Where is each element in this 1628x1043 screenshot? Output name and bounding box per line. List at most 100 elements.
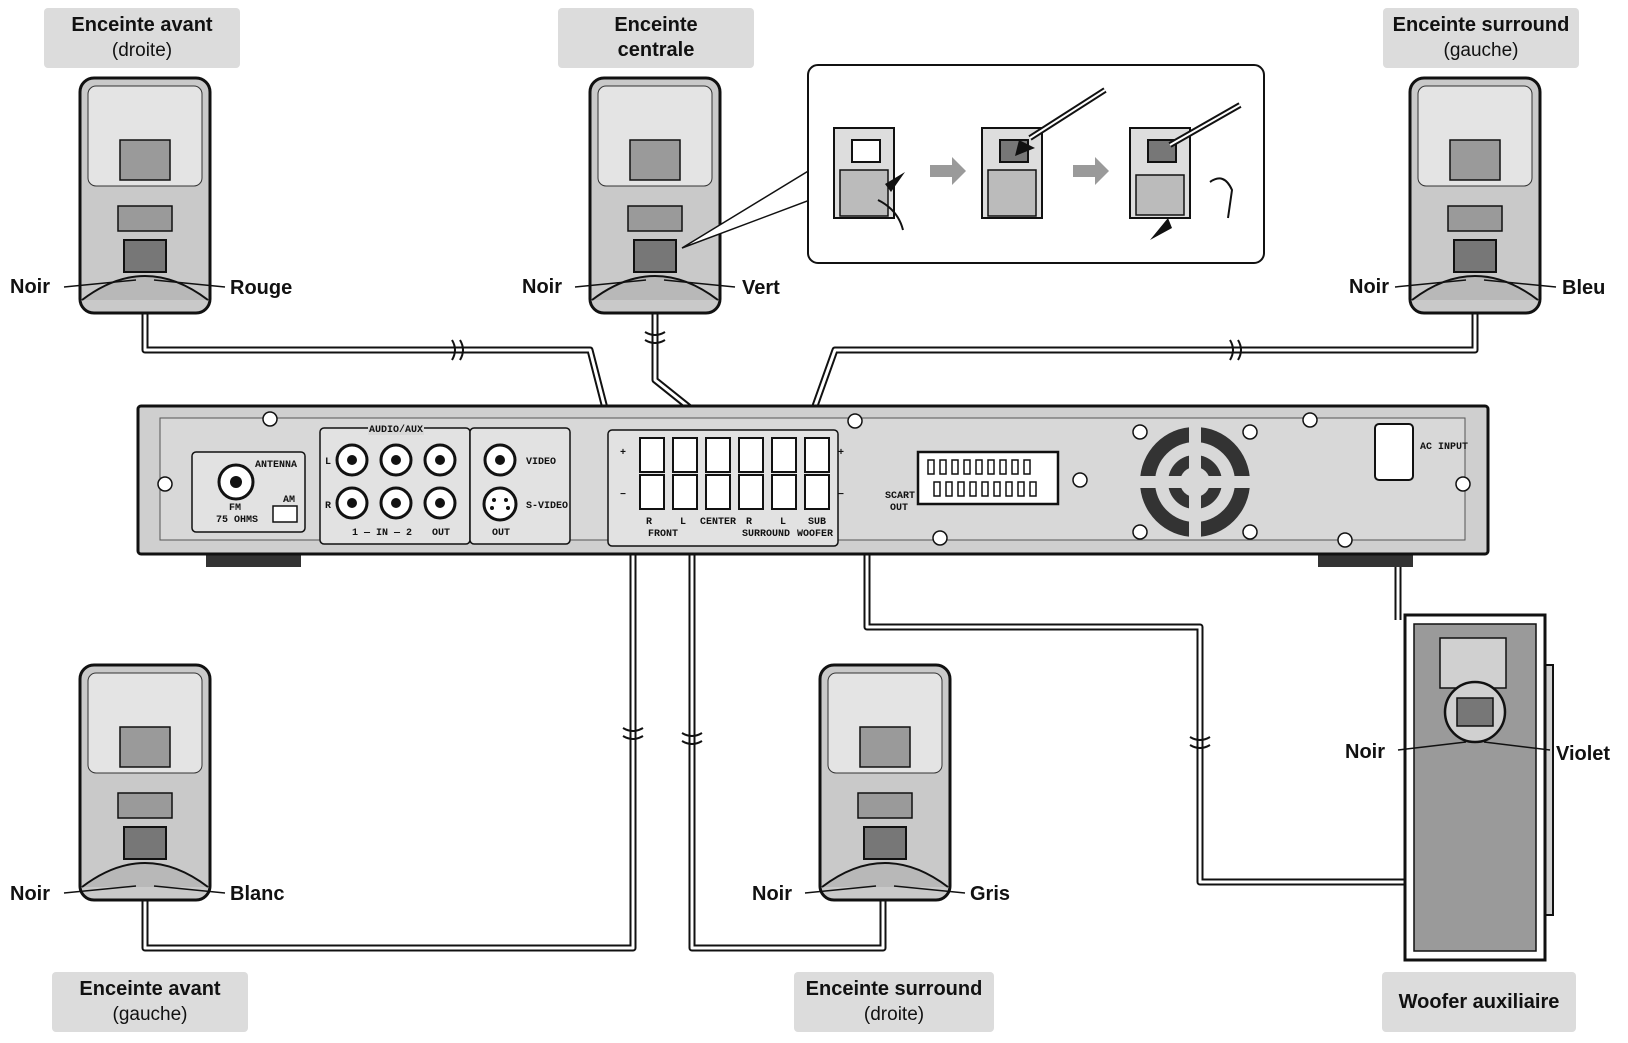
terminal-woofer-label: WOOFER (797, 529, 833, 540)
terminal-r-label: R (646, 517, 652, 528)
speaker-front-right: Enceinte avant (droite) Noir Rouge (10, 8, 292, 315)
fm-label: FM (229, 503, 241, 514)
speaker-port (857, 792, 913, 819)
label-center-title-1: Enceinte (614, 14, 697, 36)
terminal-surround-label: SURROUND (742, 529, 790, 540)
speaker-driver (629, 139, 681, 181)
speaker-port (627, 205, 683, 232)
wire-center-negative: Noir (522, 276, 562, 298)
audio-in-label: 1 — IN — 2 (352, 528, 412, 539)
speaker-front-left: Noir Blanc Enceinte avant (gauche) (10, 663, 284, 1032)
terminal-front-l-minus[interactable] (672, 474, 698, 510)
subwoofer-label-plate (1439, 637, 1507, 689)
speaker-driver (859, 726, 911, 768)
video-label: VIDEO (526, 457, 556, 468)
audio-aux-label: AUDIO/AUX (369, 424, 423, 436)
speaker-driver (119, 139, 171, 181)
label-surround-right-box (794, 972, 994, 1032)
fm-ohms-label: 75 OHMS (216, 515, 258, 526)
terminal-front-r-plus[interactable] (639, 437, 665, 473)
label-front-right-title: Enceinte avant (71, 14, 213, 36)
cable-front-left (141, 498, 664, 952)
label-subwoofer-title: Woofer auxiliaire (1399, 991, 1560, 1013)
label-surround-right-title: Enceinte surround (806, 978, 983, 1000)
scart-out-label: OUT (890, 503, 908, 514)
label-front-right-box (44, 8, 240, 68)
s-video-out-jack[interactable] (482, 486, 518, 522)
scart-section: SCART OUT (885, 450, 1060, 514)
s-video-out-label: OUT (492, 528, 510, 539)
audio-out-label: OUT (432, 528, 450, 539)
scart-label: SCART (885, 491, 915, 502)
terminal-minus-right: − (838, 490, 844, 501)
audio-aux-section: AUDIO/AUX L R 1 — IN — 2 OUT (319, 421, 471, 545)
cable-center (651, 305, 708, 423)
step-3-release-lever (1129, 102, 1242, 240)
terminal-surround-l-minus[interactable] (771, 474, 797, 510)
label-front-right-sub: (droite) (112, 40, 172, 61)
wire-surround-right-positive: Gris (970, 883, 1010, 905)
cooling-fan-icon (1138, 425, 1252, 539)
speaker-terminal (633, 239, 677, 273)
wire-surround-left-positive: Bleu (1562, 277, 1605, 299)
label-center-title-2: centrale (618, 39, 695, 61)
terminal-sub-plus[interactable] (804, 437, 830, 473)
am-label: AM (283, 495, 295, 506)
terminal-surround-l-plus[interactable] (771, 437, 797, 473)
label-front-left-title: Enceinte avant (79, 978, 221, 1000)
terminal-connection-inset (807, 64, 1265, 264)
cable-surround-left (806, 300, 1479, 422)
s-video-label: S-VIDEO (526, 501, 568, 512)
terminal-plus-left: + (620, 448, 626, 459)
speaker-terminal (123, 239, 167, 273)
terminal-center-plus[interactable] (705, 437, 731, 473)
screw-icons (157, 411, 1471, 548)
terminal-surround-r-minus[interactable] (738, 474, 764, 510)
terminal-sub-minus[interactable] (804, 474, 830, 510)
terminal-front-l-plus[interactable] (672, 437, 698, 473)
speaker-driver (1449, 139, 1501, 181)
step-arrow-icon (1073, 157, 1109, 185)
speaker-center: Enceinte centrale Noir Vert (522, 8, 811, 315)
terminal-center-minus[interactable] (705, 474, 731, 510)
speaker-cables (141, 300, 1479, 952)
wire-front-left-negative: Noir (10, 883, 50, 905)
am-antenna-terminal[interactable] (272, 505, 298, 523)
terminal-front-label: FRONT (648, 529, 678, 540)
speaker-terminals: + − + − R L FRONT CENTER R (607, 429, 844, 547)
cable-front-right (141, 300, 612, 421)
antenna-section: ANTENNA FM 75 OHMS AM (191, 451, 306, 533)
terminal-r2-label: R (746, 517, 752, 528)
label-center-box (558, 8, 754, 68)
speaker-terminal (123, 826, 167, 860)
ac-input-label: AC INPUT (1420, 442, 1468, 453)
antenna-label: ANTENNA (255, 460, 297, 471)
audio-r-label: R (325, 501, 331, 512)
speaker-surround-left: Enceinte surround (gauche) Noir Bleu (1349, 8, 1605, 315)
terminal-plus-right: + (838, 448, 844, 459)
step-2-insert-wire (981, 87, 1107, 219)
ac-input-section: AC INPUT (1374, 423, 1468, 481)
label-surround-left-sub: (gauche) (1444, 40, 1519, 61)
wire-front-right-positive: Rouge (230, 277, 292, 299)
video-section: VIDEO S-VIDEO OUT (469, 427, 571, 545)
ac-input-socket[interactable] (1374, 423, 1414, 481)
wire-front-left-positive: Blanc (230, 883, 284, 905)
wire-surround-left-negative: Noir (1349, 276, 1389, 298)
label-surround-left-title: Enceinte surround (1393, 14, 1570, 36)
speaker-terminal (1453, 239, 1497, 273)
terminal-center-label: CENTER (700, 517, 736, 528)
terminal-minus-left: − (620, 490, 626, 501)
wire-subwoofer-positive: Violet (1556, 743, 1610, 765)
terminal-surround-r-plus[interactable] (738, 437, 764, 473)
speaker-port (1447, 205, 1503, 232)
scart-connector[interactable] (916, 450, 1060, 506)
step-arrow-icon (930, 157, 966, 185)
terminal-l2-label: L (780, 517, 786, 528)
label-surround-right-sub: (droite) (864, 1004, 924, 1025)
label-front-left-box (52, 972, 248, 1032)
terminal-front-r-minus[interactable] (639, 474, 665, 510)
subwoofer: Noir Violet Woofer auxiliaire (1345, 613, 1610, 1032)
speaker-driver (119, 726, 171, 768)
terminal-sub-label: SUB (808, 517, 826, 528)
